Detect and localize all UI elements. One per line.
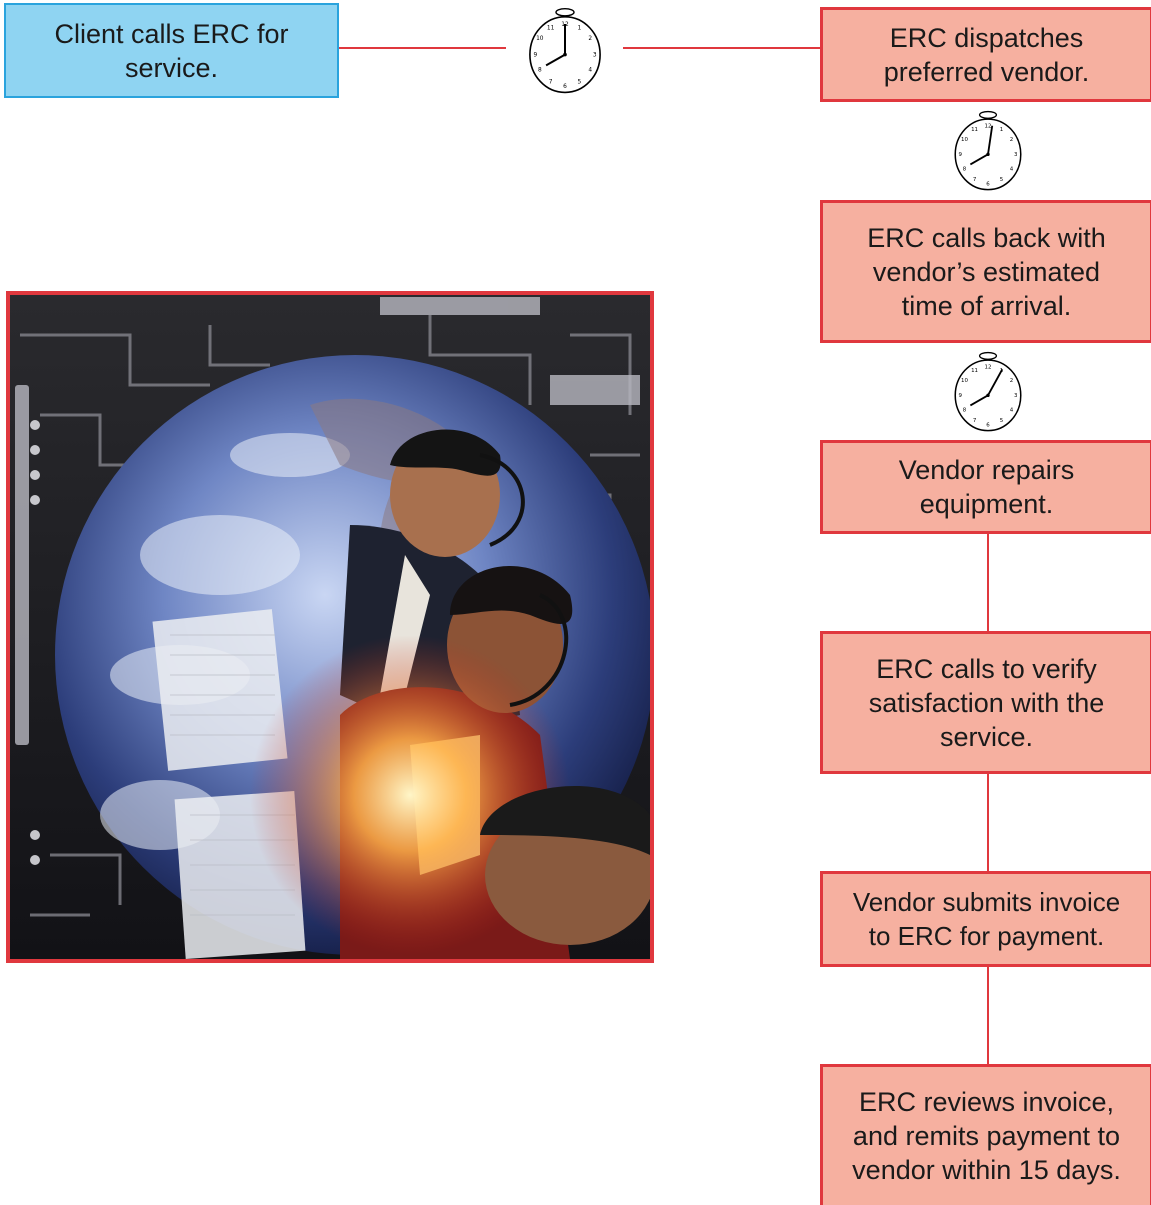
svg-text:5: 5 [1000, 177, 1003, 183]
svg-text:8: 8 [538, 68, 542, 74]
svg-text:1: 1 [1000, 127, 1003, 133]
step-erc-verifies: ERC calls to verify satisfaction with th… [820, 631, 1151, 774]
svg-text:7: 7 [973, 177, 976, 183]
step-label: ERC dispatches preferred vendor. [883, 22, 1090, 87]
step-label: ERC calls to verify satisfaction with th… [868, 653, 1105, 752]
svg-text:7: 7 [973, 418, 976, 424]
step-erc-remits: ERC reviews invoice, and remits payment … [820, 1064, 1151, 1205]
svg-text:7: 7 [549, 79, 553, 85]
svg-text:11: 11 [971, 368, 978, 374]
step-erc-dispatches: ERC dispatches preferred vendor. [820, 7, 1151, 102]
svg-text:10: 10 [961, 378, 968, 384]
step-label: ERC calls back with vendor’s estimated t… [867, 222, 1106, 321]
svg-text:5: 5 [1000, 418, 1003, 424]
step-client-calls: Client calls ERC for service. [4, 3, 339, 98]
svg-text:8: 8 [963, 166, 967, 172]
svg-text:2: 2 [1010, 137, 1013, 143]
svg-text:3: 3 [1014, 393, 1018, 399]
svg-text:11: 11 [971, 127, 978, 133]
svg-text:5: 5 [578, 79, 582, 85]
svg-text:3: 3 [1014, 152, 1018, 158]
svg-text:3: 3 [593, 52, 597, 58]
step-label: Vendor repairs equipment. [898, 455, 1075, 519]
connector-line [987, 533, 989, 631]
step-vendor-repairs: Vendor repairs equipment. [820, 440, 1151, 534]
step-erc-calls-back: ERC calls back with vendor’s estimated t… [820, 200, 1151, 343]
svg-text:10: 10 [961, 137, 968, 143]
svg-text:1: 1 [578, 25, 582, 31]
call-center-illustration [10, 295, 650, 959]
svg-text:2: 2 [588, 36, 592, 42]
step-label: Client calls ERC for service. [54, 18, 289, 83]
step-vendor-invoice: Vendor submits invoice to ERC for paymen… [820, 871, 1151, 967]
connector-line [623, 47, 820, 49]
svg-text:2: 2 [1010, 378, 1013, 384]
svg-text:11: 11 [547, 25, 555, 31]
svg-text:9: 9 [959, 152, 963, 158]
svg-text:4: 4 [1010, 166, 1014, 172]
connector-line [987, 966, 989, 1065]
svg-text:12: 12 [985, 123, 992, 129]
svg-text:10: 10 [536, 36, 544, 42]
step-label: Vendor submits invoice to ERC for paymen… [852, 887, 1121, 951]
svg-text:9: 9 [959, 393, 963, 399]
svg-text:4: 4 [1010, 407, 1014, 413]
connector-line [339, 47, 506, 49]
svg-text:6: 6 [563, 84, 567, 90]
svg-text:8: 8 [963, 407, 967, 413]
svg-text:6: 6 [986, 422, 990, 428]
connector-line [987, 773, 989, 872]
step-label: ERC reviews invoice, and remits payment … [852, 1087, 1121, 1185]
svg-text:4: 4 [588, 68, 592, 74]
svg-text:12: 12 [985, 364, 992, 370]
call-center-photo [6, 291, 654, 963]
svg-text:9: 9 [533, 52, 537, 58]
svg-text:6: 6 [986, 181, 990, 187]
